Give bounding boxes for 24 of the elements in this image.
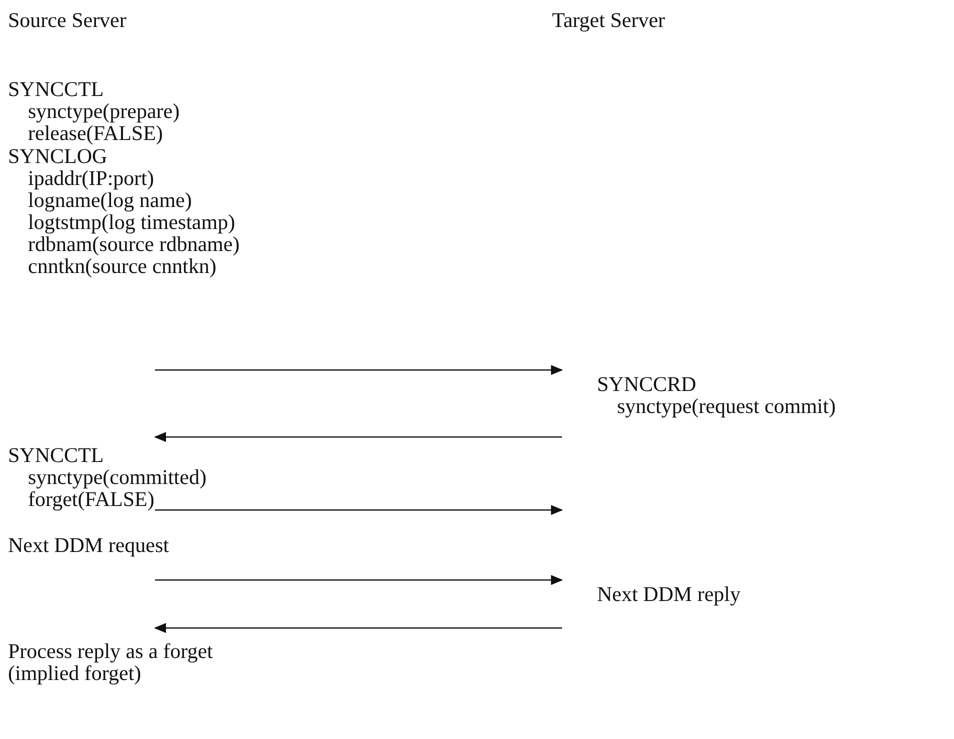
message-parameter: synctype(committed): [27, 466, 206, 488]
message-parameter: logname(log name): [27, 189, 192, 211]
message-name: Process reply as a forget (implied forget): [8, 640, 214, 684]
arrow: [154, 432, 562, 442]
arrow: [155, 575, 563, 585]
message-name: SYNCCRD: [597, 373, 696, 395]
arrow: [155, 365, 563, 375]
message-name: SYNCCTL: [8, 444, 104, 466]
message-name: Next DDM reply: [597, 583, 740, 605]
column-heading: Target Server: [552, 8, 666, 32]
column-heading: Source Server: [8, 8, 126, 32]
message-parameter: cnntkn(source cnntkn): [27, 255, 216, 277]
message-name: SYNCCTL: [8, 78, 104, 100]
message-parameter: logtstmp(log timestamp): [27, 211, 236, 233]
arrow: [154, 623, 562, 633]
message-name: Next DDM request: [8, 534, 169, 556]
message-parameter: synctype(prepare): [27, 100, 180, 122]
message-parameter: rdbnam(source rdbname): [27, 233, 240, 255]
arrow: [155, 505, 563, 515]
message-parameter: release(FALSE): [27, 122, 163, 144]
message-name: SYNCLOG: [8, 145, 108, 167]
message-parameter: ipaddr(IP:port): [27, 167, 154, 189]
message-parameter: synctype(request commit): [616, 395, 836, 417]
message-parameter: forget(FALSE): [27, 488, 154, 510]
